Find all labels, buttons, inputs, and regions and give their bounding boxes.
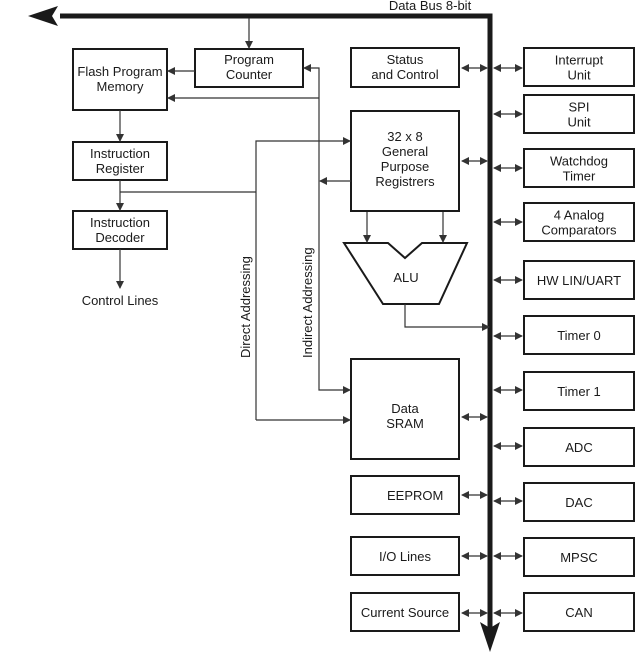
svg-text:Decoder: Decoder: [95, 230, 145, 245]
svg-text:Instruction: Instruction: [90, 215, 150, 230]
svg-text:Counter: Counter: [226, 67, 273, 82]
peripheral-label: CAN: [565, 605, 592, 620]
peripheral-adc: ADC: [493, 427, 635, 467]
direct-addressing-label: Direct Addressing: [238, 256, 253, 358]
svg-text:Purpose: Purpose: [381, 159, 429, 174]
peripheral-label: Watchdog: [550, 154, 608, 169]
data-bus: Data Bus 8-bit: [28, 0, 500, 652]
svg-text:Current Source: Current Source: [361, 605, 449, 620]
current-source: Current Source: [350, 592, 460, 632]
indirect-addressing-label: Indirect Addressing: [300, 247, 315, 358]
status-and-control: Status and Control: [350, 47, 460, 88]
svg-text:I/O Lines: I/O Lines: [379, 549, 432, 564]
bus-label: Data Bus 8-bit: [389, 0, 472, 13]
peripheral-label: HW LIN/UART: [537, 273, 621, 288]
svg-text:Status: Status: [387, 52, 424, 67]
svg-text:Registrers: Registrers: [375, 174, 435, 189]
svg-text:General: General: [382, 144, 428, 159]
peripheral-can: CAN: [493, 592, 635, 632]
svg-text:32 x 8: 32 x 8: [387, 129, 422, 144]
peripheral-hw-lin-uart: HW LIN/UART: [493, 260, 635, 300]
bus-arrow-down-icon: [480, 622, 500, 652]
instruction-register: Instruction Register: [72, 141, 168, 181]
svg-text:Register: Register: [96, 161, 145, 176]
peripheral-label: DAC: [565, 495, 592, 510]
peripheral-timer-1: Timer 1: [493, 371, 635, 411]
svg-text:Flash Program: Flash Program: [77, 64, 162, 79]
svg-text:and Control: and Control: [371, 67, 438, 82]
peripheral-label: Unit: [567, 115, 591, 130]
svg-text:Data: Data: [391, 401, 419, 416]
svg-text:ALU: ALU: [393, 270, 418, 285]
peripheral-label: Unit: [567, 68, 591, 83]
flash-program-memory: Flash Program Memory: [72, 48, 168, 111]
general-purpose-registers: 32 x 8 General Purpose Registrers: [350, 110, 460, 212]
connections: [116, 18, 490, 617]
svg-text:Program: Program: [224, 52, 274, 67]
peripheral-label: 4 Analog: [554, 208, 605, 223]
peripheral-label: ADC: [565, 440, 592, 455]
peripheral-timer-0: Timer 0: [493, 315, 635, 355]
svg-text:Instruction: Instruction: [90, 146, 150, 161]
io-lines: I/O Lines: [350, 536, 460, 576]
peripheral-label: Timer 0: [557, 328, 601, 343]
peripheral-label: Interrupt: [555, 53, 604, 68]
instruction-decoder: Instruction Decoder: [72, 210, 168, 250]
peripheral-label: Comparators: [541, 223, 617, 238]
svg-text:SRAM: SRAM: [386, 416, 424, 431]
peripheral-label: SPI: [569, 100, 590, 115]
svg-text:EEPROM: EEPROM: [387, 488, 443, 503]
program-counter: Program Counter: [194, 48, 304, 88]
peripheral-label: MPSC: [560, 550, 598, 565]
peripheral-dac: DAC: [493, 482, 635, 522]
bus-arrow-left-icon: [28, 6, 58, 26]
eeprom: EEPROM: [350, 475, 460, 515]
control-lines-label: Control Lines: [82, 293, 159, 308]
peripheral-label: Timer: [563, 169, 596, 184]
peripheral-mpsc: MPSC: [493, 537, 635, 577]
alu: ALU: [342, 242, 469, 305]
peripheral-label: Timer 1: [557, 384, 601, 399]
svg-text:Memory: Memory: [97, 79, 144, 94]
data-sram: Data SRAM: [350, 358, 460, 460]
